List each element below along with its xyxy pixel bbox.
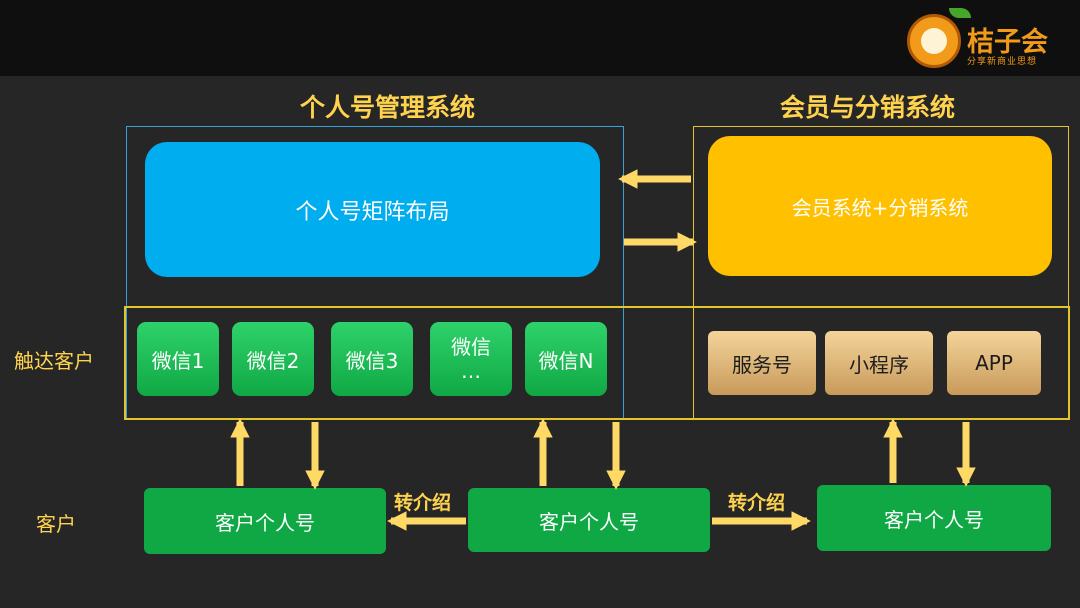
brand-logo: 桔子会 分享新商业思想 (905, 6, 1075, 72)
right-system-title: 会员与分销系统 (780, 93, 956, 122)
wechat-more-ellipsis: … (461, 359, 481, 383)
referral-label-left: 转介绍 (394, 492, 452, 514)
wechat-more: 微信 … (430, 322, 512, 396)
left-system-title: 个人号管理系统 (300, 93, 476, 122)
member-system-box: 会员系统+分销系统 (708, 136, 1052, 276)
logo-tagline: 分享新商业思想 (967, 57, 1038, 67)
wechat-3: 微信3 (331, 322, 413, 396)
customer-account-2: 客户个人号 (468, 488, 710, 552)
reach-customers-label: 触达客户 (14, 349, 94, 373)
app: APP (947, 331, 1041, 395)
customer-account-3: 客户个人号 (817, 485, 1051, 551)
wechat-n: 微信N (525, 322, 607, 396)
orange-icon (907, 14, 961, 68)
matrix-box: 个人号矩阵布局 (145, 142, 600, 277)
customer-label: 客户 (36, 512, 76, 536)
service-account: 服务号 (708, 331, 816, 395)
referral-label-right: 转介绍 (728, 492, 786, 514)
leaf-icon (949, 8, 971, 18)
top-bar (0, 0, 1080, 76)
mini-program: 小程序 (825, 331, 933, 395)
wechat-more-label: 微信 (451, 335, 491, 359)
wechat-1: 微信1 (137, 322, 219, 396)
logo-title: 桔子会 (967, 27, 1048, 58)
wechat-2: 微信2 (232, 322, 314, 396)
customer-account-1: 客户个人号 (144, 488, 386, 554)
reach-row-frame (124, 306, 1070, 420)
